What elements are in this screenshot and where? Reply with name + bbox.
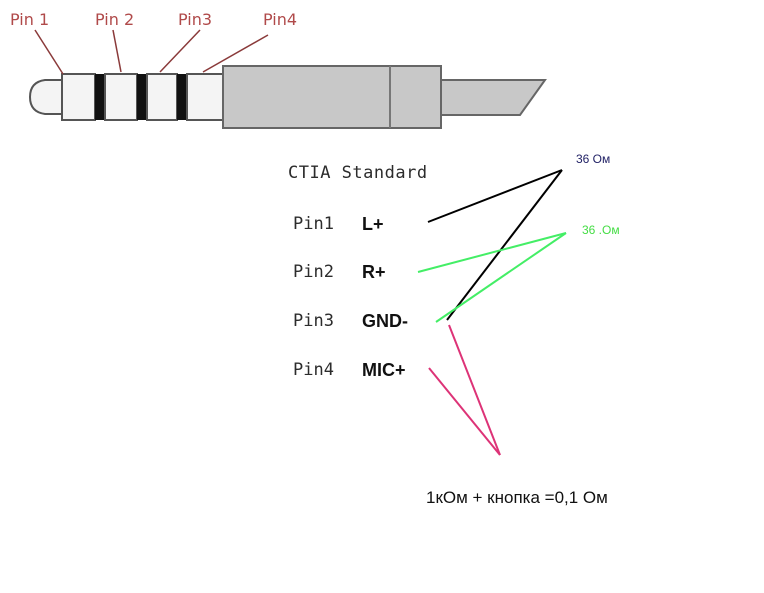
plug-segment-1	[61, 73, 96, 121]
plug-label-pin2: Pin 2	[95, 10, 135, 29]
pin-signal-2: R+	[362, 262, 386, 282]
leader-pin4	[202, 34, 269, 73]
resistor-label-right: 36 .Ом	[582, 223, 620, 237]
pin-signal-4: MIC+	[362, 360, 406, 380]
wire-black-l	[427, 169, 563, 223]
leader-pin3	[159, 29, 201, 73]
wire-pink-gnd	[448, 324, 501, 456]
plug-segment-4	[186, 73, 224, 121]
plug-tip	[28, 79, 63, 115]
wire-green-gnd	[435, 232, 567, 323]
pin-name-4: Pin4	[293, 360, 334, 380]
pin-signal-1: L+	[362, 214, 384, 234]
plug-label-pin3: Pin3	[178, 10, 213, 29]
pin-name-1: Pin1	[293, 214, 334, 234]
pin-name-2: Pin2	[293, 262, 334, 282]
plug-ring-3	[177, 74, 187, 120]
wire-black-gnd	[446, 169, 563, 321]
leader-pin2	[112, 29, 122, 73]
plug-body	[222, 65, 442, 129]
plug-label-pin4: Pin4	[263, 10, 298, 29]
pin-signal-3: GND-	[362, 311, 408, 331]
wire-pink-mic	[428, 367, 501, 456]
leader-pin1	[34, 29, 64, 75]
mic-resistor-formula: 1кОм + кнопка =0,1 Ом	[426, 488, 608, 507]
plug-label-pin1: Pin 1	[10, 10, 50, 29]
resistor-label-left: 36 Ом	[576, 152, 611, 166]
plug-ring-2	[137, 74, 147, 120]
standard-title: CTIA Standard	[288, 163, 428, 183]
pin-name-3: Pin3	[293, 311, 334, 331]
wire-green-r	[417, 232, 567, 273]
plug-segment-2	[104, 73, 138, 121]
plug-ring-1	[95, 74, 105, 120]
plug-segment-3	[146, 73, 178, 121]
plug-cable	[440, 79, 547, 116]
